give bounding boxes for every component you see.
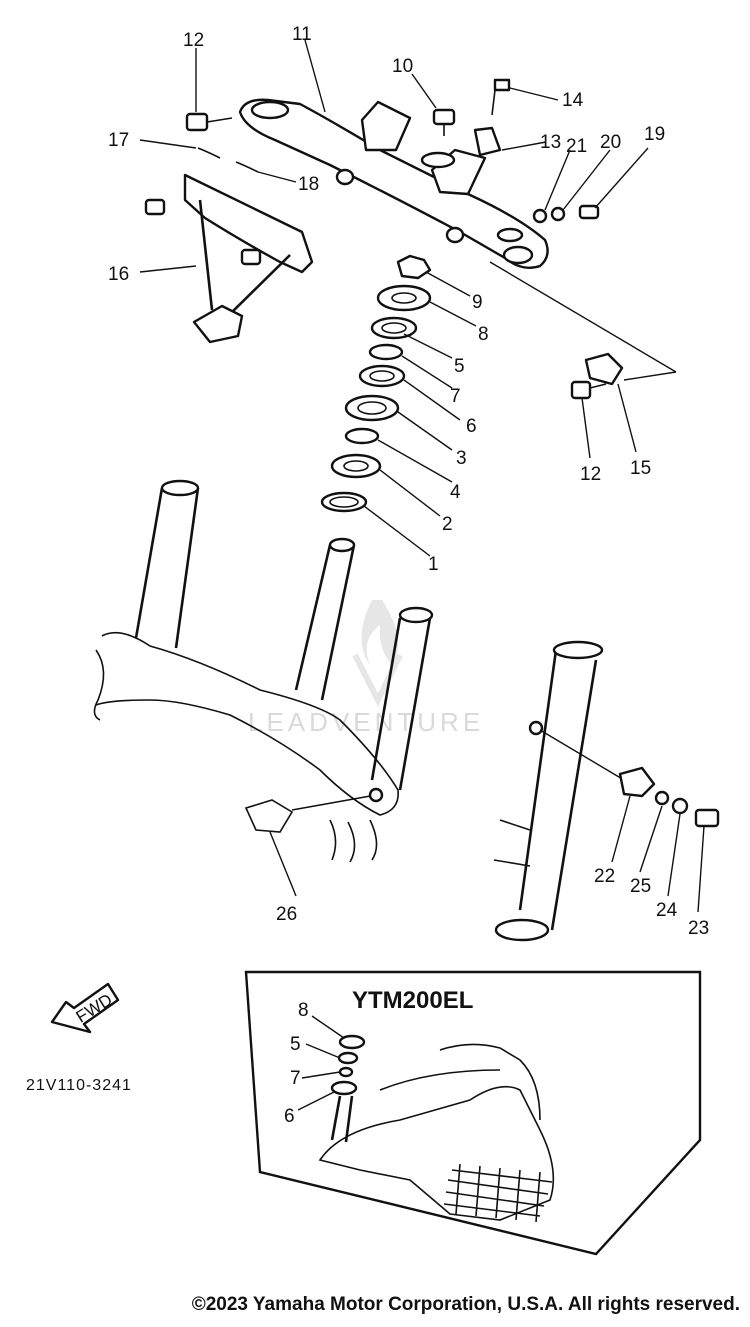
frame [93,479,434,863]
upper-bracket [238,98,549,269]
callout-11: 11 [292,24,312,45]
leader-lines [139,39,705,913]
diagram-code: 21V110-3241 [26,1077,132,1094]
callout-12b: 12 [580,464,601,485]
callout-12a: 12 [183,30,204,51]
callout-22: 22 [594,866,615,887]
watermark: LEADVENTURE [248,600,484,737]
callout-8: 8 [478,324,489,345]
stay-bracket [144,112,314,344]
inset-callout-5: 5 [290,1034,301,1055]
callout-25: 25 [630,876,651,897]
inset-callout-7: 7 [290,1068,301,1089]
hardware-top [432,78,600,224]
clamp-right [489,261,677,400]
callout-5: 5 [454,356,465,377]
copyright-footer: ©2023 Yamaha Motor Corporation, U.S.A. A… [191,1294,740,1315]
callout-10: 10 [392,56,413,77]
callout-13: 13 [540,132,561,153]
callout-16: 16 [108,264,129,285]
callout-15: 15 [630,458,651,479]
callout-3: 3 [456,448,467,469]
steering-stack [320,254,432,513]
callout-26: 26 [276,904,297,925]
callout-1: 1 [428,554,439,575]
callout-23: 23 [688,918,709,939]
callout-14: 14 [562,90,584,111]
front-fork [493,640,720,942]
callouts: 1 2 3 4 5 6 7 8 9 10 11 12 12 13 14 15 1… [108,24,709,939]
callout-2: 2 [442,514,453,535]
callout-4: 4 [450,482,461,503]
callout-17: 17 [108,130,129,151]
callout-19: 19 [644,124,665,145]
callout-21: 21 [566,136,587,157]
watermark-text: LEADVENTURE [248,707,484,737]
callout-18: 18 [298,174,319,195]
callout-9: 9 [472,292,483,313]
callout-24: 24 [656,900,678,921]
callout-7: 7 [450,386,461,407]
callout-20: 20 [600,132,621,153]
inset-title: YTM200EL [352,987,473,1014]
inset-callout-8: 8 [298,1000,309,1021]
inset-panel: YTM200EL 8 5 7 6 [244,970,702,1256]
callout-6: 6 [466,416,477,437]
inset-callout-6: 6 [284,1106,295,1127]
fwd-arrow: FWD [50,982,120,1034]
